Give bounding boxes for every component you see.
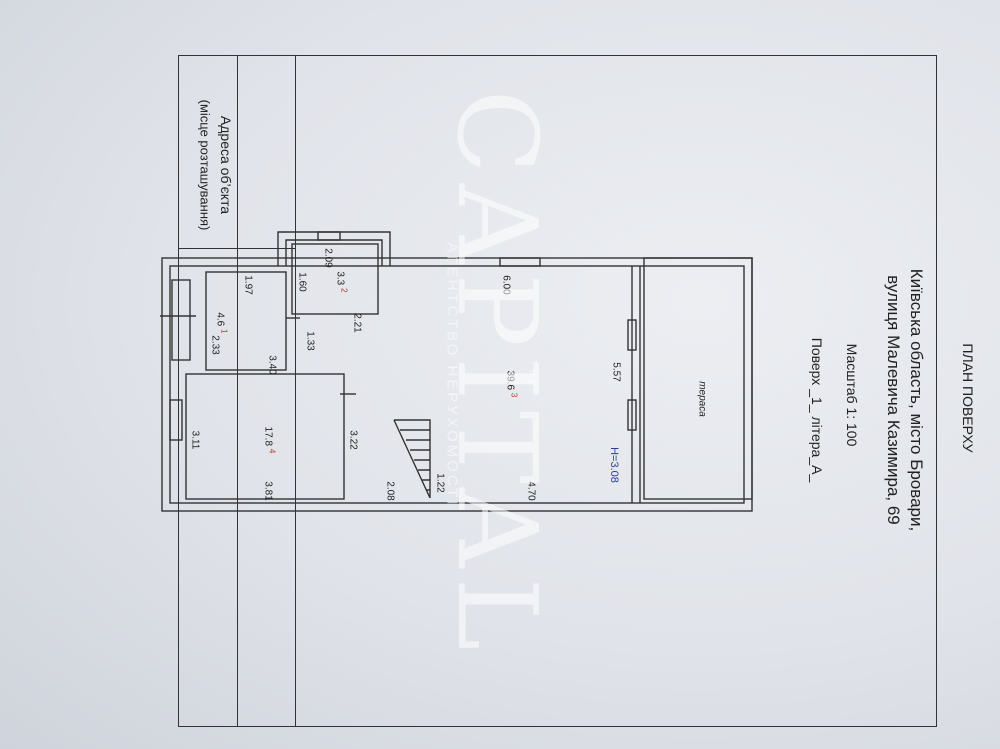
height-label: H=3.08 [608, 447, 620, 483]
room-4-number: 4 [267, 448, 278, 454]
room-4-area: 17.8 [262, 426, 274, 447]
dim-label: 1.97 [242, 275, 254, 295]
room-4-walls [185, 373, 345, 500]
room-2-number: 2 [339, 288, 350, 293]
terrace-label: тераса [696, 381, 708, 417]
title-divider [179, 248, 295, 249]
title-divider [237, 56, 238, 726]
dim-label: 3.22 [347, 430, 359, 450]
dim-label: 5.57 [610, 362, 622, 382]
staircase [393, 419, 431, 499]
dim-label: 2.09 [322, 248, 334, 268]
dim-label: 2.21 [351, 313, 363, 333]
room-2-walls [291, 243, 379, 315]
room-1-number: 1 [219, 329, 230, 334]
entrance [171, 279, 191, 361]
window [627, 319, 637, 351]
room-1-area: 4.6 [214, 312, 226, 327]
dim-label: 3.11 [189, 430, 201, 450]
title-divider [295, 56, 296, 726]
watermark-tagline: АГЕНТСТВО НЕРУХОМОСТІ [443, 242, 461, 508]
room-4-label: 17.8 4 [262, 427, 277, 454]
window [499, 257, 541, 267]
room-2-label: 3.3 2 [334, 271, 349, 292]
dim-label: 2.33 [209, 335, 221, 355]
stair-steps [400, 429, 430, 491]
dim-label: 3.81 [262, 481, 274, 501]
window [627, 399, 637, 431]
dim-label: 2.08 [384, 481, 396, 501]
annex-wall [277, 231, 391, 266]
title-block [178, 55, 937, 727]
terrace-outline [643, 257, 753, 500]
dim-label: 3.40 [266, 355, 278, 375]
dim-label: 1.60 [296, 272, 308, 292]
dim-label: 1.33 [304, 331, 316, 351]
room-1-label: 4.6 1 [214, 312, 229, 333]
inner-wall [169, 265, 745, 504]
window [169, 399, 183, 441]
window [317, 231, 341, 241]
room-1-walls [205, 271, 287, 371]
watermark-the: THE [528, 360, 538, 390]
room-2-area: 3.3 [334, 271, 346, 286]
